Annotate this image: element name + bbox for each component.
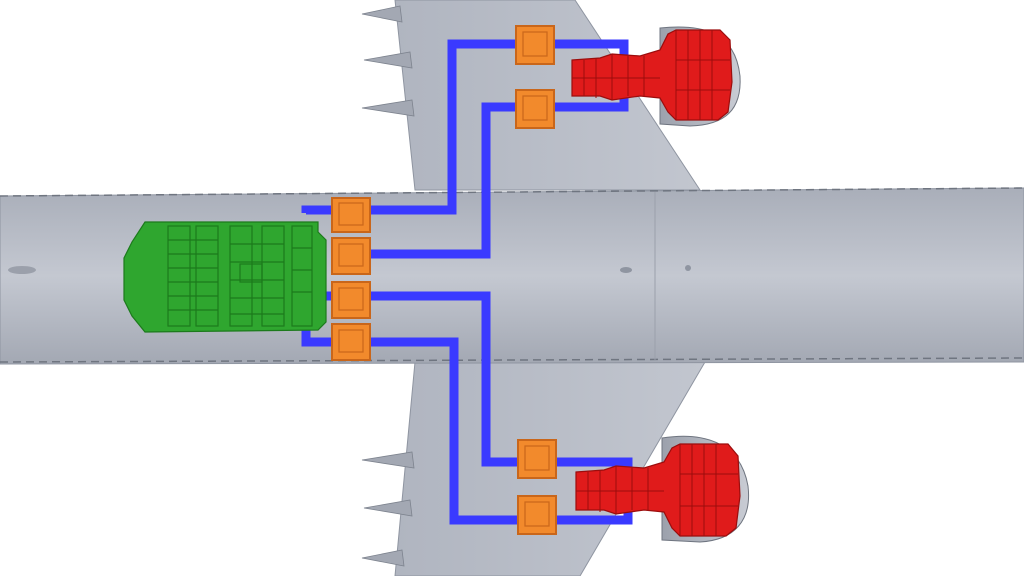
cable-2: [370, 92, 629, 259]
motor-lower: [575, 443, 741, 537]
lower-flap-fairings: [361, 451, 415, 567]
motor-upper: [571, 29, 733, 121]
fuselage-panel-line-lower: [0, 357, 1024, 363]
converter-c3: [331, 197, 371, 233]
converter-c2: [515, 89, 555, 129]
fuselage-port-b: [685, 265, 691, 271]
converter-c5: [331, 281, 371, 319]
battery-pack: [123, 221, 327, 333]
converter-c4: [331, 237, 371, 275]
cable-1: [301, 39, 629, 215]
power-cables: [301, 39, 633, 525]
fuselage-port-a: [620, 267, 632, 273]
converters: [331, 25, 557, 535]
converter-c1: [515, 25, 555, 65]
converter-c8: [517, 495, 557, 535]
converter-c7: [517, 439, 557, 479]
fuselage-antenna: [8, 266, 36, 274]
converter-c6: [331, 323, 371, 361]
fuselage-panel-line-upper: [0, 187, 1024, 197]
upper-flap-fairings: [361, 5, 415, 117]
cable-4: [301, 330, 633, 525]
